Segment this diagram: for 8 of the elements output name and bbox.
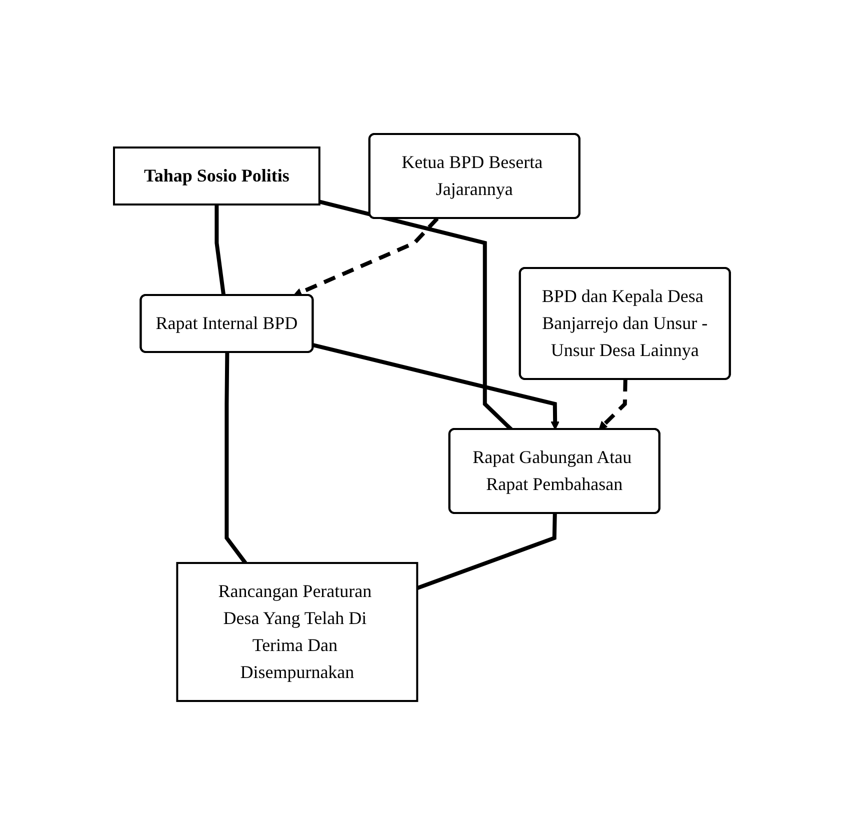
arrow	[598, 378, 628, 430]
node-box: Tahap Sosio Politis	[113, 146, 320, 205]
connector	[214, 204, 226, 296]
node-box: Rancangan Peraturan Desa Yang Telah Di Terima Dan Disempurnakan	[176, 562, 418, 702]
connector	[224, 352, 248, 564]
connector	[416, 512, 557, 590]
arrow	[293, 216, 439, 296]
arrow	[312, 342, 560, 430]
